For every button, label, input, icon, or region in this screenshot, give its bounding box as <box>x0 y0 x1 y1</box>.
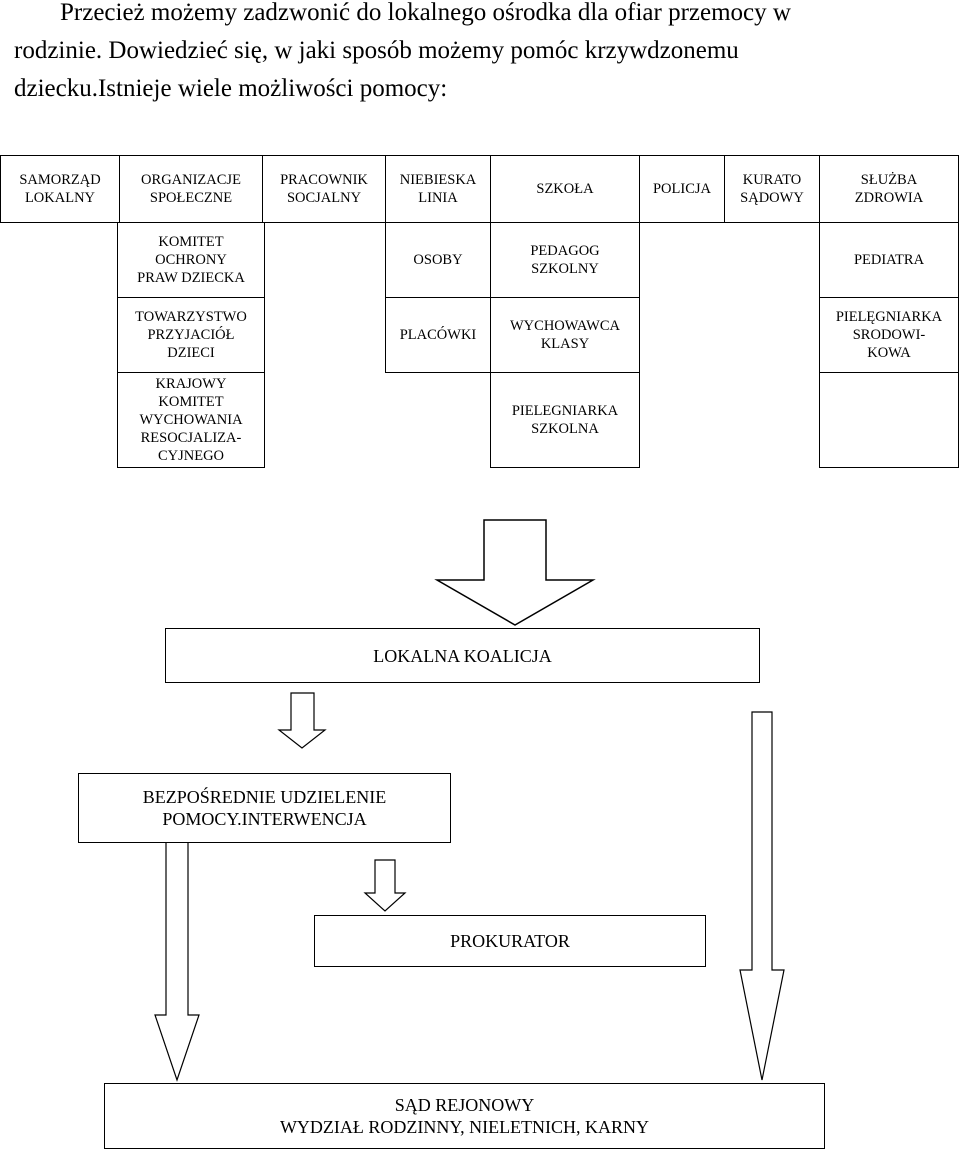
header-blue-line: NIEBIESKA LINIA <box>385 155 491 223</box>
health-pediatrician: PEDIATRA <box>819 222 959 298</box>
down-arrow-court-left <box>154 819 200 1082</box>
org-national-committee: KRAJOWY KOMITET WYCHOWANIA RESOCJALIZA- … <box>117 372 265 468</box>
header-health-service: SŁUŻBA ZDROWIA <box>819 155 959 223</box>
school-nurse: PIELEGNIARKA SZKOLNA <box>490 372 640 468</box>
org-child-rights-committee: KOMITET OCHRONY PRAW DZIECKA <box>117 222 265 298</box>
org-friends-of-children: TOWARZYSTWO PRZYJACIÓŁ DZIECI <box>117 297 265 373</box>
health-community-nurse: PIELĘGNIARKA SRODOWI- KOWA <box>819 297 959 373</box>
down-arrow-court-right <box>739 711 785 1081</box>
header-school: SZKOŁA <box>490 155 640 223</box>
header-social-organizations: ORGANIZACJE SPOŁECZNE <box>119 155 263 223</box>
blue-line-persons: OSOBY <box>385 222 491 298</box>
school-pedagogue: PEDAGOG SZKOLNY <box>490 222 640 298</box>
header-court-curator: KURATO SĄDOWY <box>724 155 820 223</box>
intro-line-1: Przecież możemy zadzwonić do lokalnego o… <box>60 0 791 26</box>
blue-line-institutions: PLACÓWKI <box>385 297 491 373</box>
intro-paragraph: Przecież możemy zadzwonić do lokalnego o… <box>14 0 944 108</box>
district-court-box: SĄD REJONOWY WYDZIAŁ RODZINNY, NIELETNIC… <box>104 1083 825 1149</box>
health-empty-cell <box>819 372 959 468</box>
intro-line-2: rodzinie. Dowiedzieć się, w jaki sposób … <box>14 37 739 64</box>
prosecutor-box: PROKURATOR <box>314 915 706 967</box>
down-arrow-prosecutor <box>363 859 407 912</box>
intro-line-3: dziecku.Istnieje wiele możliwości pomocy… <box>14 75 448 102</box>
header-police: POLICJA <box>639 155 725 223</box>
down-arrow-large <box>434 519 596 626</box>
local-coalition-box: LOKALNA KOALICJA <box>165 628 760 683</box>
header-social-worker: PRACOWNIK SOCJALNY <box>262 155 386 223</box>
direct-help-intervention-box: BEZPOŚREDNIE UDZIELENIE POMOCY.INTERWENC… <box>78 773 451 843</box>
down-arrow-intervention <box>277 692 327 749</box>
